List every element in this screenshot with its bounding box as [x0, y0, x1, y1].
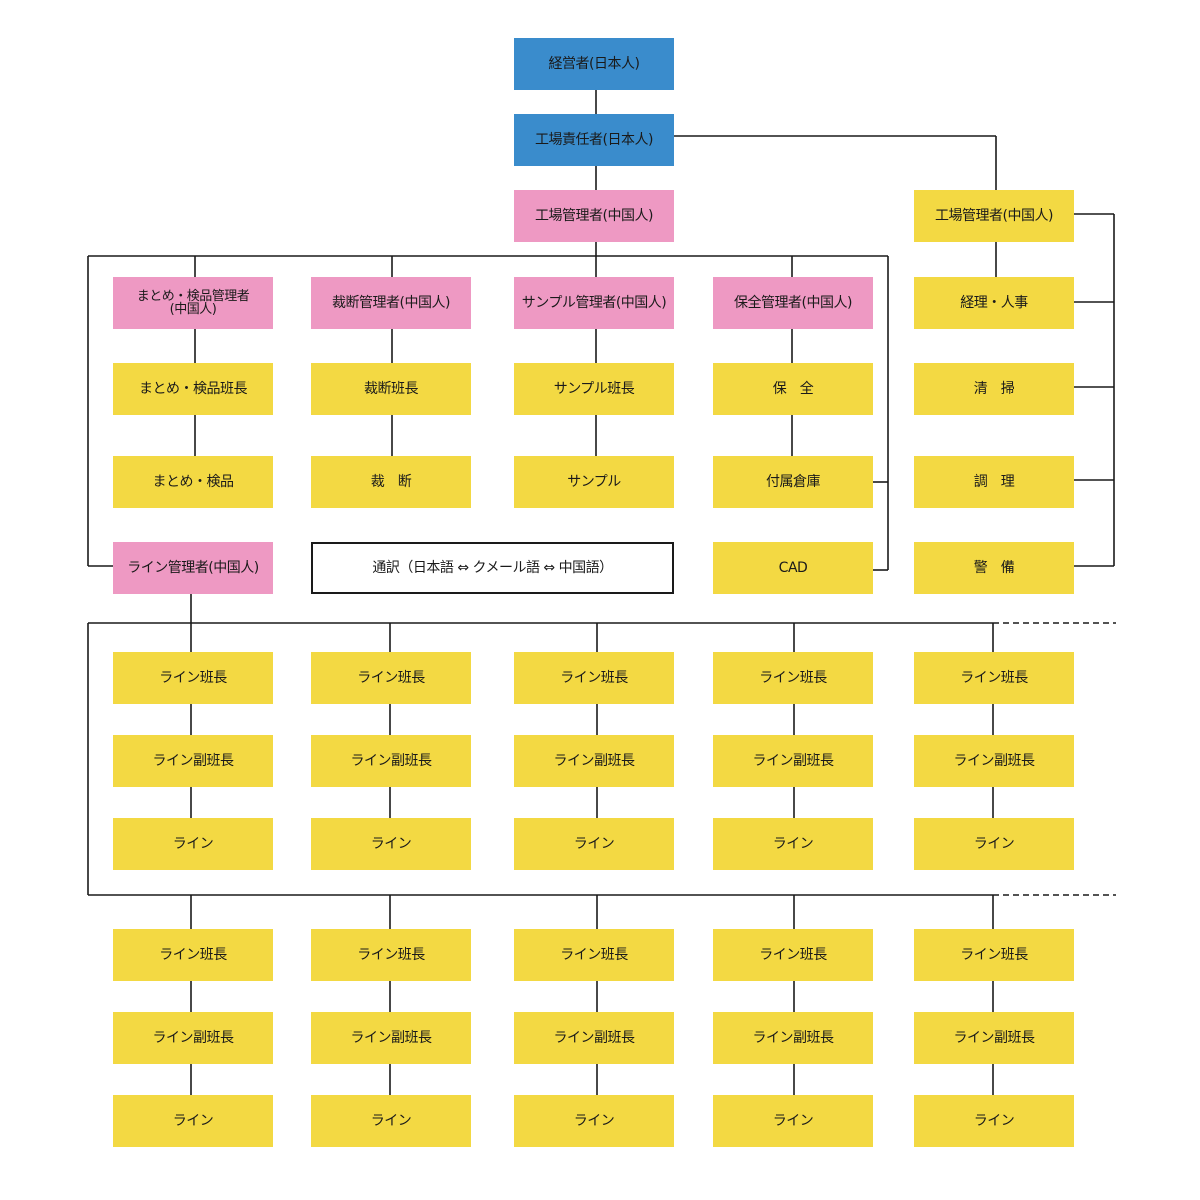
line-leader-box: ライン班長 [311, 929, 471, 981]
admin-item-box: 清 掃 [914, 363, 1074, 415]
line-worker-box: ライン [514, 1095, 674, 1147]
line-worker-box: ライン [914, 818, 1074, 870]
line-leader-box: ライン班長 [514, 929, 674, 981]
line-leader-box: ライン班長 [914, 652, 1074, 704]
dept-staff-box: 裁 断 [311, 456, 471, 508]
dept-manager-box: 保全管理者(中国人) [713, 277, 873, 329]
line-worker-box: ライン [713, 1095, 873, 1147]
admin-item-box: 警 備 [914, 542, 1074, 594]
line-deputy-box: ライン副班長 [113, 735, 273, 787]
dept-manager-box: まとめ・検品管理者 (中国人) [113, 277, 273, 329]
factory-manager-box: 工場管理者(中国人) [514, 190, 674, 242]
line-worker-box: ライン [713, 818, 873, 870]
dept-leader-box: まとめ・検品班長 [113, 363, 273, 415]
line-worker-box: ライン [311, 818, 471, 870]
dept-leader-box: 保 全 [713, 363, 873, 415]
dept-staff-box: 付属倉庫 [713, 456, 873, 508]
line-deputy-box: ライン副班長 [914, 735, 1074, 787]
dept-staff-box: まとめ・検品 [113, 456, 273, 508]
line-leader-box: ライン班長 [713, 652, 873, 704]
cad-box: CAD [713, 542, 873, 594]
line-worker-box: ライン [514, 818, 674, 870]
line-deputy-box: ライン副班長 [514, 1012, 674, 1064]
line-deputy-box: ライン副班長 [113, 1012, 273, 1064]
line-leader-box: ライン班長 [113, 652, 273, 704]
admin-item-box: 調 理 [914, 456, 1074, 508]
dept-manager-box: 裁断管理者(中国人) [311, 277, 471, 329]
line-leader-box: ライン班長 [514, 652, 674, 704]
line-worker-box: ライン [311, 1095, 471, 1147]
line-deputy-box: ライン副班長 [514, 735, 674, 787]
line-deputy-box: ライン副班長 [311, 735, 471, 787]
line-deputy-box: ライン副班長 [713, 735, 873, 787]
line-deputy-box: ライン副班長 [713, 1012, 873, 1064]
line-deputy-box: ライン副班長 [311, 1012, 471, 1064]
ceo-box: 経営者(日本人) [514, 38, 674, 90]
line-worker-box: ライン [113, 1095, 273, 1147]
factory-head-box: 工場責任者(日本人) [514, 114, 674, 166]
line-leader-box: ライン班長 [311, 652, 471, 704]
line-deputy-box: ライン副班長 [914, 1012, 1074, 1064]
admin-item-box: 経理・人事 [914, 277, 1074, 329]
dept-leader-box: 裁断班長 [311, 363, 471, 415]
line-leader-box: ライン班長 [113, 929, 273, 981]
dept-staff-box: サンプル [514, 456, 674, 508]
dept-manager-box: サンプル管理者(中国人) [514, 277, 674, 329]
line-leader-box: ライン班長 [914, 929, 1074, 981]
line-manager-box: ライン管理者(中国人) [113, 542, 273, 594]
translation-box: 通訳（日本語 ⇔ クメール語 ⇔ 中国語） [311, 542, 674, 594]
dept-leader-box: サンプル班長 [514, 363, 674, 415]
line-worker-box: ライン [113, 818, 273, 870]
line-leader-box: ライン班長 [713, 929, 873, 981]
line-worker-box: ライン [914, 1095, 1074, 1147]
admin-manager-box: 工場管理者(中国人) [914, 190, 1074, 242]
